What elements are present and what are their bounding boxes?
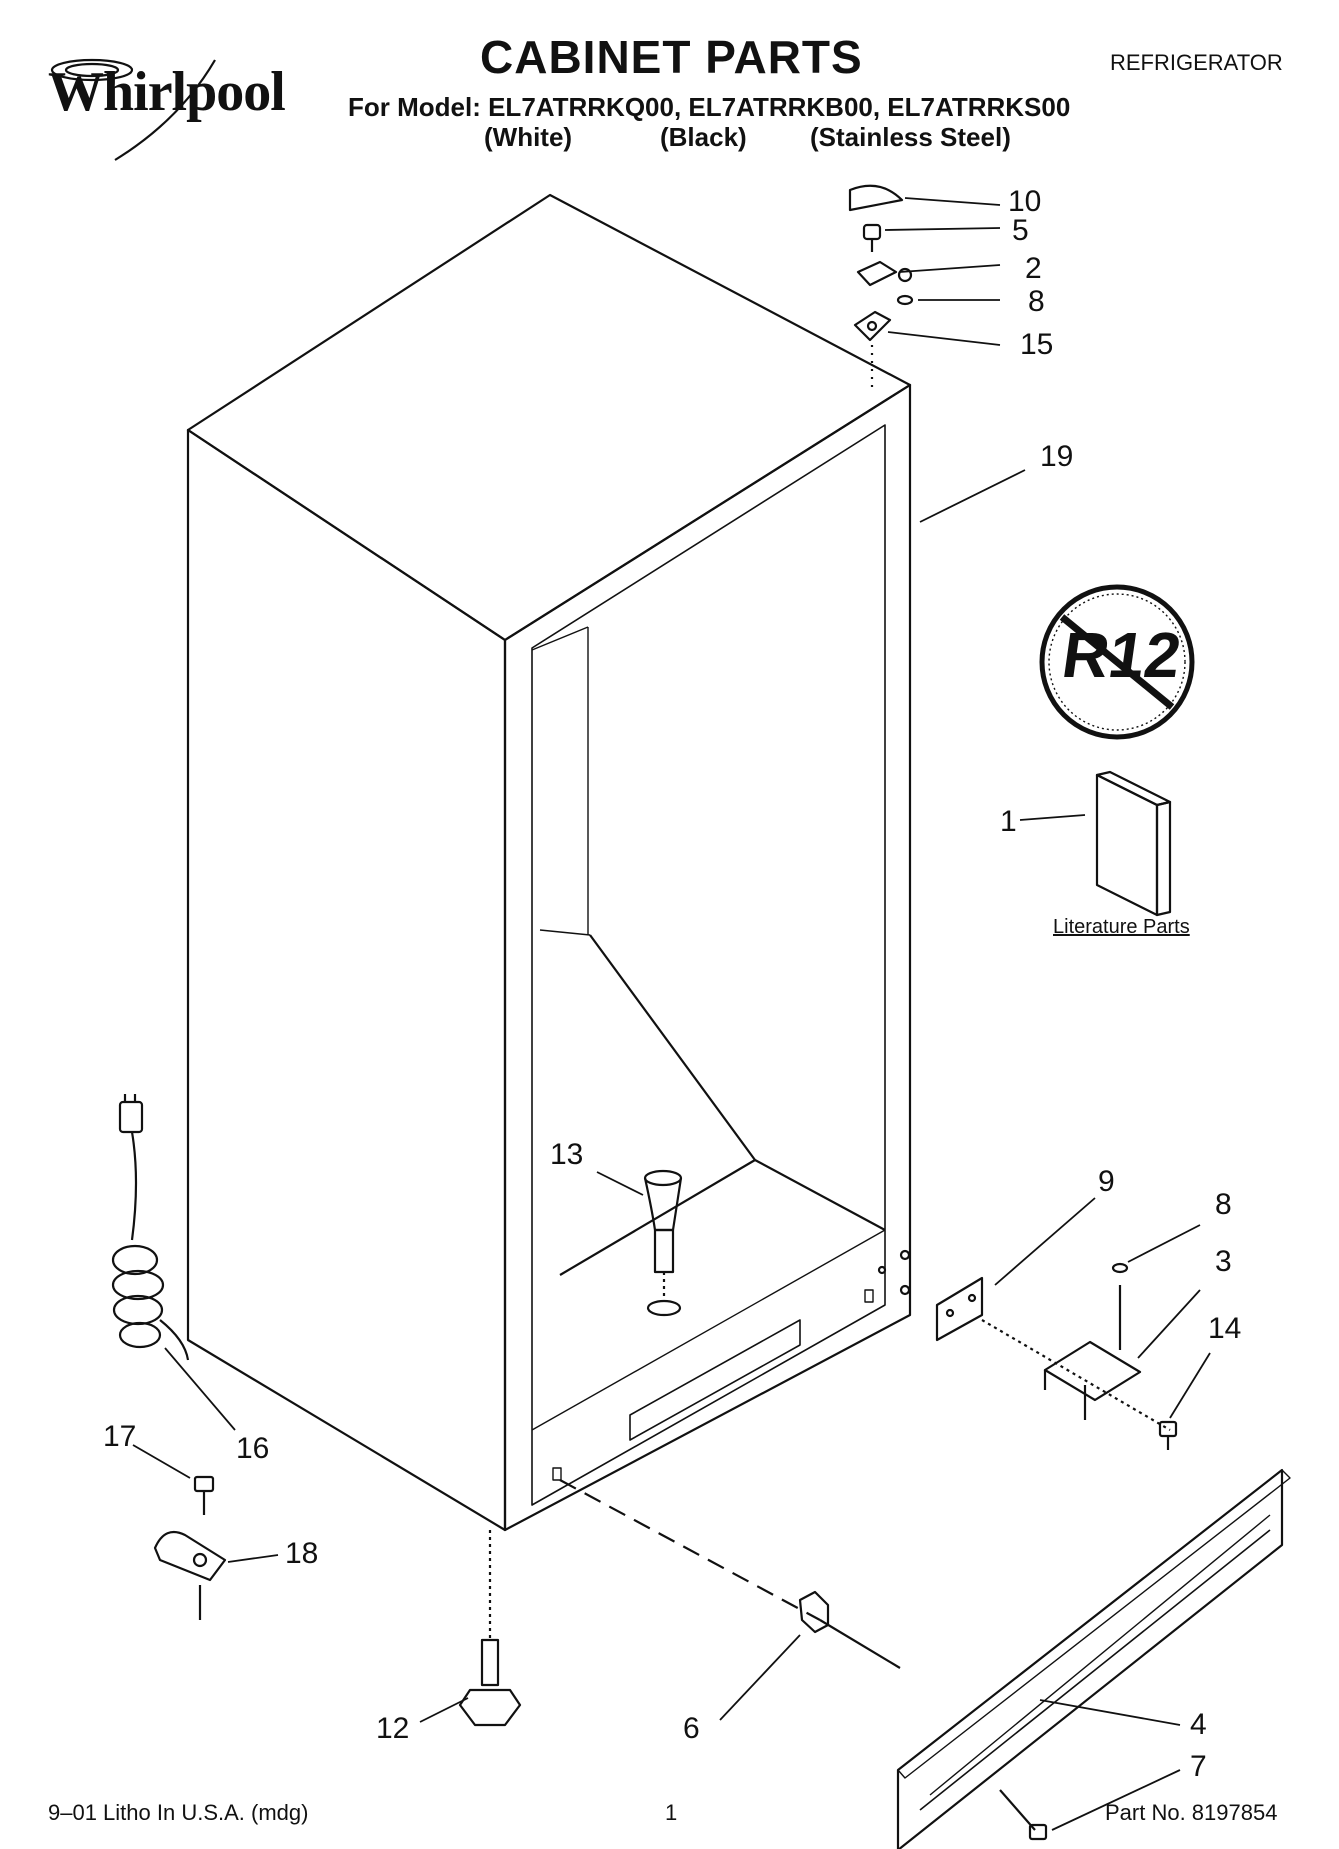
callout-16: 16	[236, 1432, 270, 1465]
variant-black: (Black)	[660, 122, 747, 152]
logo-swirl	[50, 58, 216, 161]
callout-13: 13	[550, 1138, 584, 1171]
kick-plate-grille	[559, 1468, 1291, 1849]
cord-clamp	[153, 1475, 227, 1620]
callout-19: 19	[1040, 440, 1074, 473]
brand-name: Whirlpool	[48, 61, 286, 123]
whirlpool-logo: Whirlpool	[48, 60, 286, 124]
bottom-hinge-parts	[935, 1262, 1178, 1450]
cabinet-body	[186, 193, 912, 1532]
callout-14: 14	[1208, 1312, 1242, 1345]
callout-5: 5	[1012, 214, 1029, 247]
r12-badge-text: R12	[1057, 619, 1186, 691]
appliance-category: REFRIGERATOR	[1110, 50, 1283, 75]
variant-stainless: (Stainless Steel)	[810, 122, 1011, 152]
callout-8-top: 8	[1028, 285, 1045, 318]
callout-8-bottom: 8	[1215, 1188, 1232, 1221]
footer-part-number: Part No. 8197854	[1105, 1800, 1278, 1825]
model-list: For Model: EL7ATRRKQ00, EL7ATRRKB00, EL7…	[348, 92, 1071, 122]
callout-4: 4	[1190, 1708, 1207, 1741]
callout-15: 15	[1020, 328, 1054, 361]
callout-18: 18	[285, 1537, 319, 1570]
no-r12-badge	[1039, 584, 1195, 740]
callout-2: 2	[1025, 252, 1042, 285]
variant-white: (White)	[484, 122, 573, 152]
callout-10: 10	[1008, 185, 1042, 218]
literature-booklet	[1095, 770, 1172, 917]
callout-6: 6	[683, 1712, 700, 1745]
footer-print-info: 9–01 Litho In U.S.A. (mdg)	[48, 1800, 309, 1825]
callout-1: 1	[1000, 805, 1017, 838]
leveling-leg	[458, 1530, 522, 1727]
callout-12: 12	[376, 1712, 410, 1745]
callout-7: 7	[1190, 1750, 1207, 1783]
callout-9: 9	[1098, 1165, 1115, 1198]
callout-3: 3	[1215, 1245, 1232, 1278]
footer-page-number: 1	[665, 1800, 678, 1825]
page-title: CABINET PARTS	[480, 31, 863, 83]
power-cord	[111, 1094, 190, 1361]
leader-lines	[132, 197, 1211, 1831]
callout-17: 17	[103, 1420, 137, 1453]
literature-parts-label: Literature Parts	[1053, 916, 1190, 938]
drain-tube	[643, 1169, 683, 1317]
top-hinge-parts	[848, 184, 914, 390]
